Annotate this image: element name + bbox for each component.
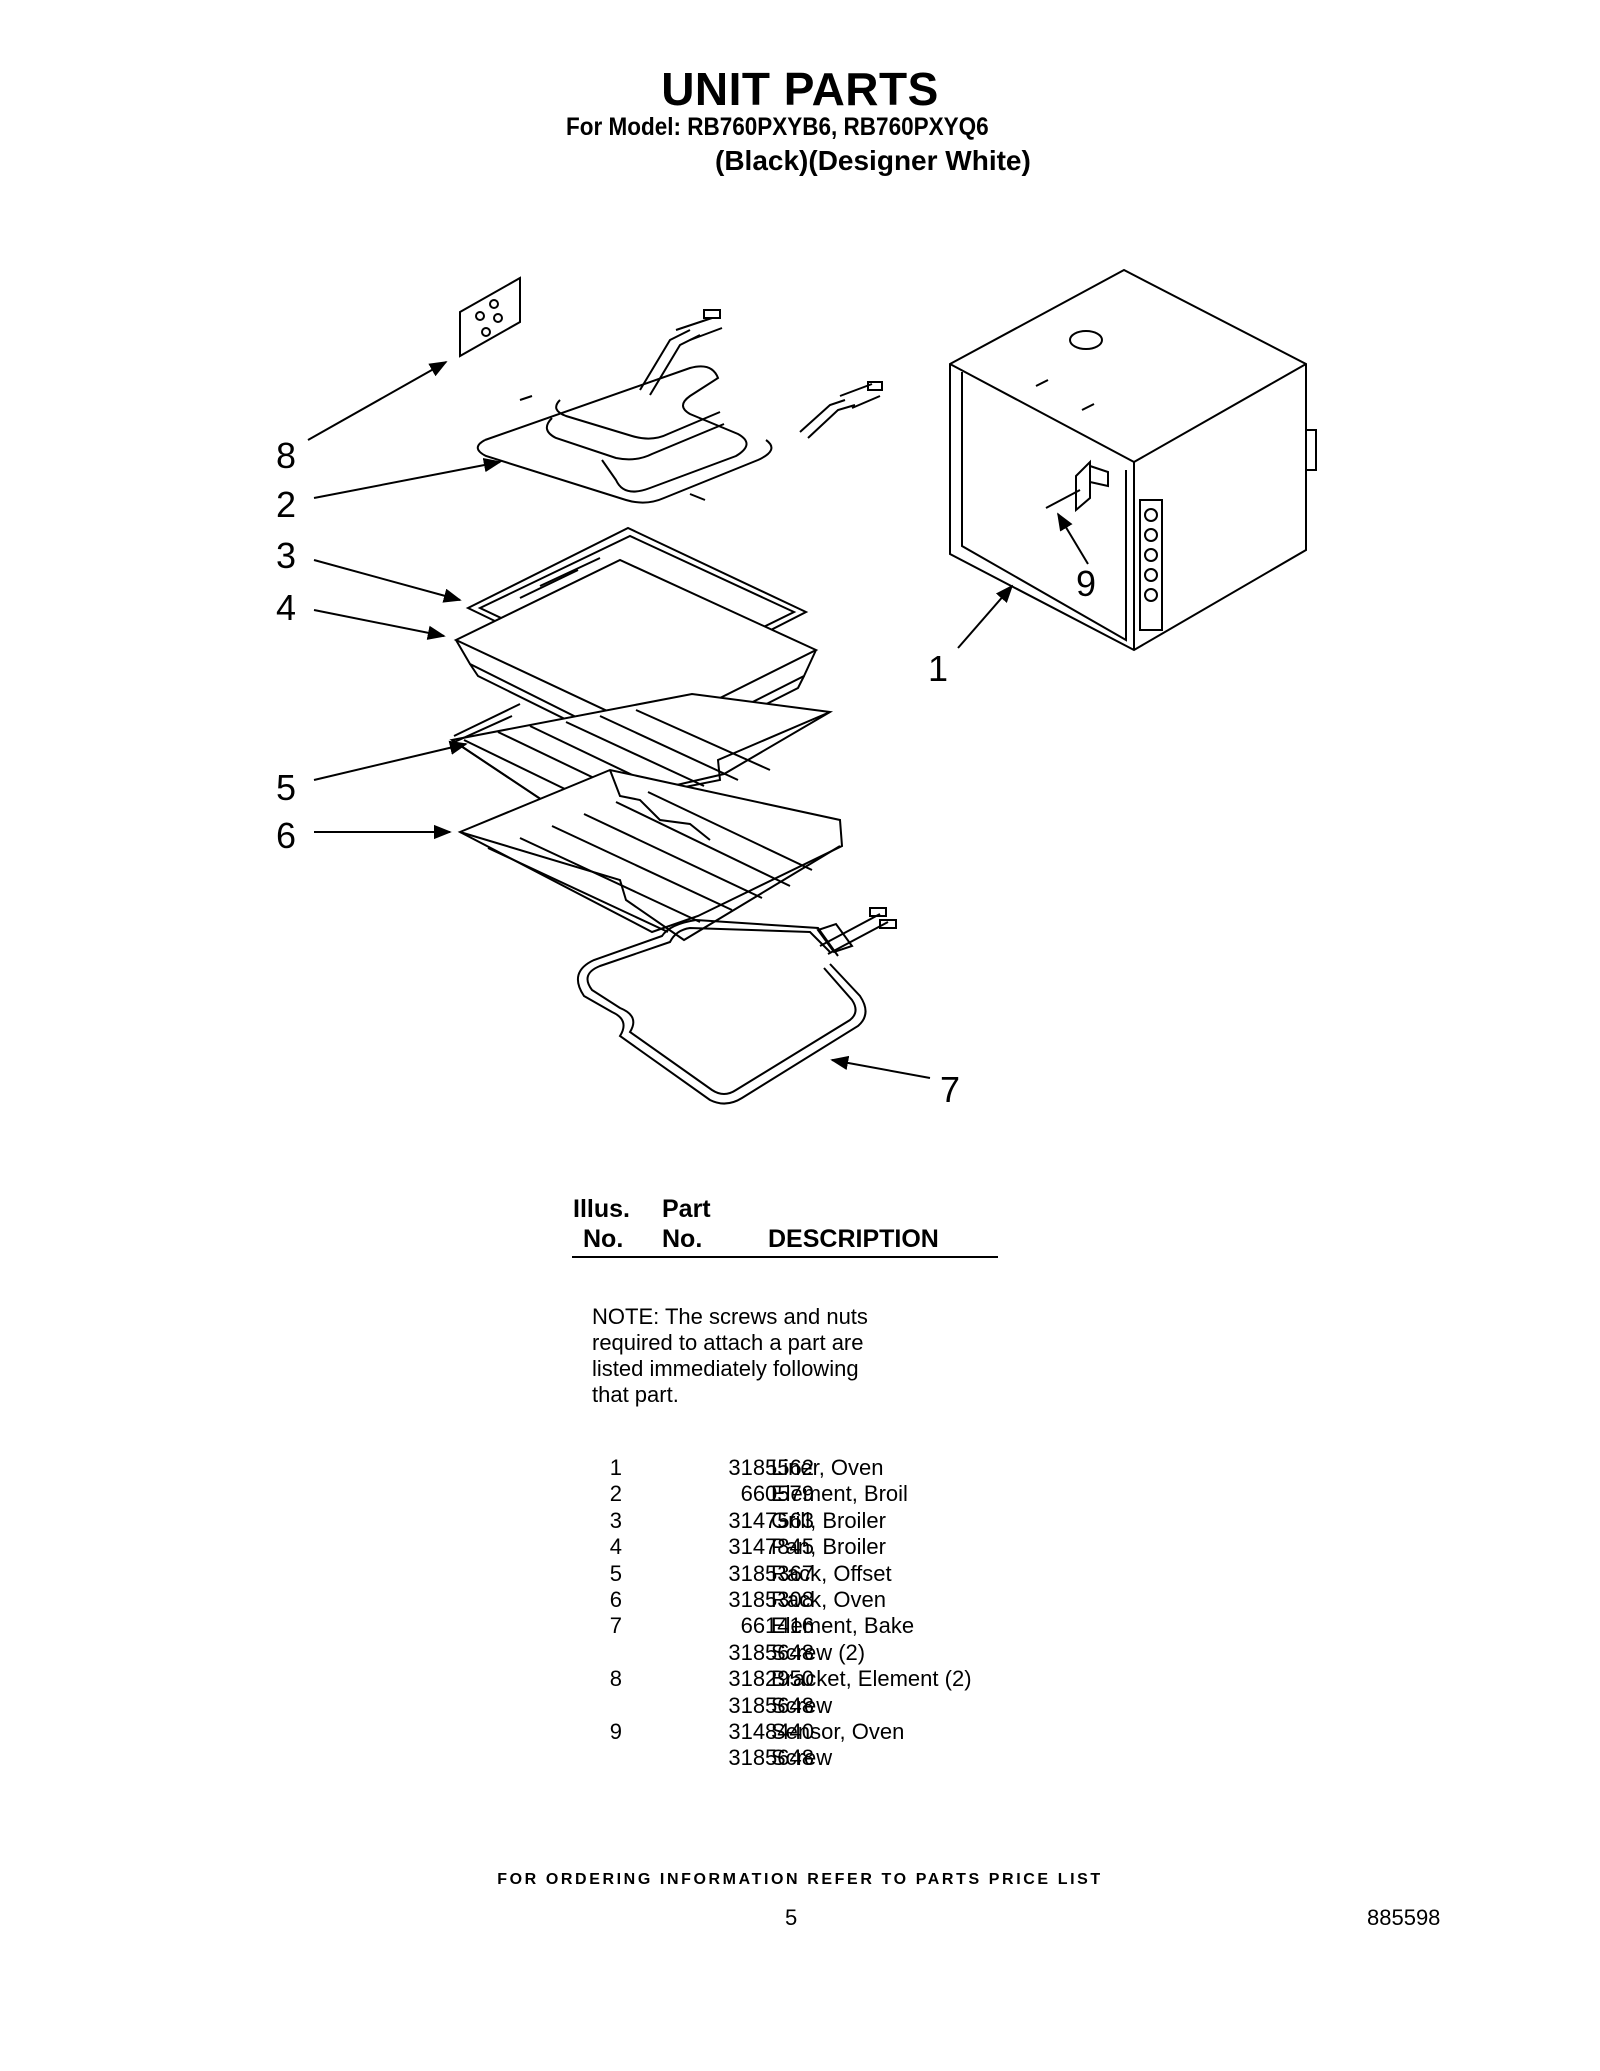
leader-3 <box>313 559 462 603</box>
part-number: 3185562 <box>728 1455 814 1480</box>
part-description: Liner, Oven <box>771 1455 884 1480</box>
part-number: 3147845 <box>728 1534 814 1560</box>
part-number: 3185367 <box>728 1560 814 1586</box>
illus-number: 5 <box>609 1560 622 1586</box>
callout-9: 9 <box>1076 563 1096 604</box>
offset-rack-drawing <box>449 692 834 814</box>
part-description: Bracket, Element (2) <box>771 1666 972 1692</box>
callout-2: 2 <box>276 484 296 525</box>
part-number: 3185648 <box>728 1745 814 1771</box>
illus-number: 8 <box>609 1666 622 1692</box>
part-description: Rack, Offset <box>771 1560 892 1586</box>
illus-number: 4 <box>609 1534 622 1560</box>
part-description: Rack, Oven <box>771 1586 886 1612</box>
header-description: DESCRIPTION <box>768 1225 939 1253</box>
header-part-top: Part <box>662 1195 711 1223</box>
oven-liner-drawing <box>949 268 1317 652</box>
element-bracket-drawing <box>459 276 521 358</box>
callout-8: 8 <box>276 435 296 476</box>
part-description: Screw <box>771 1745 833 1771</box>
ordering-info: FOR ORDERING INFORMATION REFER TO PARTS … <box>497 1871 1103 1888</box>
leader-7 <box>830 1055 931 1079</box>
part-description: Screw <box>771 1692 833 1718</box>
page-number: 5 <box>785 1905 798 1930</box>
leader-9 <box>1057 512 1089 565</box>
leader-1 <box>957 584 1014 649</box>
header-illus-bottom: No. <box>583 1225 624 1253</box>
color-line: (Black)(Designer White) <box>715 145 1031 176</box>
part-number: 3185648 <box>728 1692 814 1718</box>
header-part-bottom: No. <box>662 1225 703 1253</box>
leader-4 <box>313 609 446 640</box>
exploded-parts-diagram: 8 2 3 4 5 6 7 1 9 <box>276 268 1317 1110</box>
leader-5 <box>313 740 468 781</box>
callout-3: 3 <box>276 535 296 576</box>
assembly-note: NOTE: The screws and nuts required to at… <box>592 1304 868 1407</box>
illus-number: 1 <box>609 1455 622 1480</box>
callout-5: 5 <box>276 767 296 808</box>
page-title: UNIT PARTS <box>661 63 939 115</box>
part-number: 3147563 <box>728 1507 814 1533</box>
bake-element-drawing <box>576 907 897 1105</box>
part-number: 660579 <box>740 1481 814 1507</box>
part-number: 3182950 <box>728 1666 814 1692</box>
callout-1: 1 <box>928 648 948 689</box>
part-description: Element, Broil <box>771 1481 908 1507</box>
part-description: Pan, Broiler <box>771 1534 886 1560</box>
part-description: Grill, Broiler <box>771 1507 886 1533</box>
header-divider <box>572 1256 998 1258</box>
part-description: Element, Bake <box>771 1613 915 1639</box>
part-number: 3185308 <box>728 1586 814 1612</box>
illus-number: 9 <box>609 1718 622 1744</box>
leader-2 <box>313 458 502 499</box>
callout-4: 4 <box>276 587 296 628</box>
part-description: Sensor, Oven <box>771 1718 905 1744</box>
illus-number: 6 <box>609 1586 622 1612</box>
illus-number: 2 <box>609 1481 622 1507</box>
callout-7: 7 <box>940 1069 960 1110</box>
part-number: 3185648 <box>728 1639 814 1665</box>
model-line: For Model: RB760PXYB6, RB760PXYQ6 <box>566 113 989 141</box>
illus-number: 3 <box>609 1507 622 1533</box>
part-number: 3148440 <box>728 1718 814 1744</box>
part-description: Screw (2) <box>771 1639 866 1665</box>
illus-number: 7 <box>609 1613 622 1639</box>
document-number: 885598 <box>1367 1905 1441 1930</box>
part-number: 661416 <box>740 1613 814 1639</box>
callout-6: 6 <box>276 815 296 856</box>
header-illus-top: Illus. <box>573 1195 630 1223</box>
oven-rack-drawing <box>457 768 844 942</box>
broil-element-drawing <box>476 309 883 504</box>
leader-8 <box>307 361 448 441</box>
